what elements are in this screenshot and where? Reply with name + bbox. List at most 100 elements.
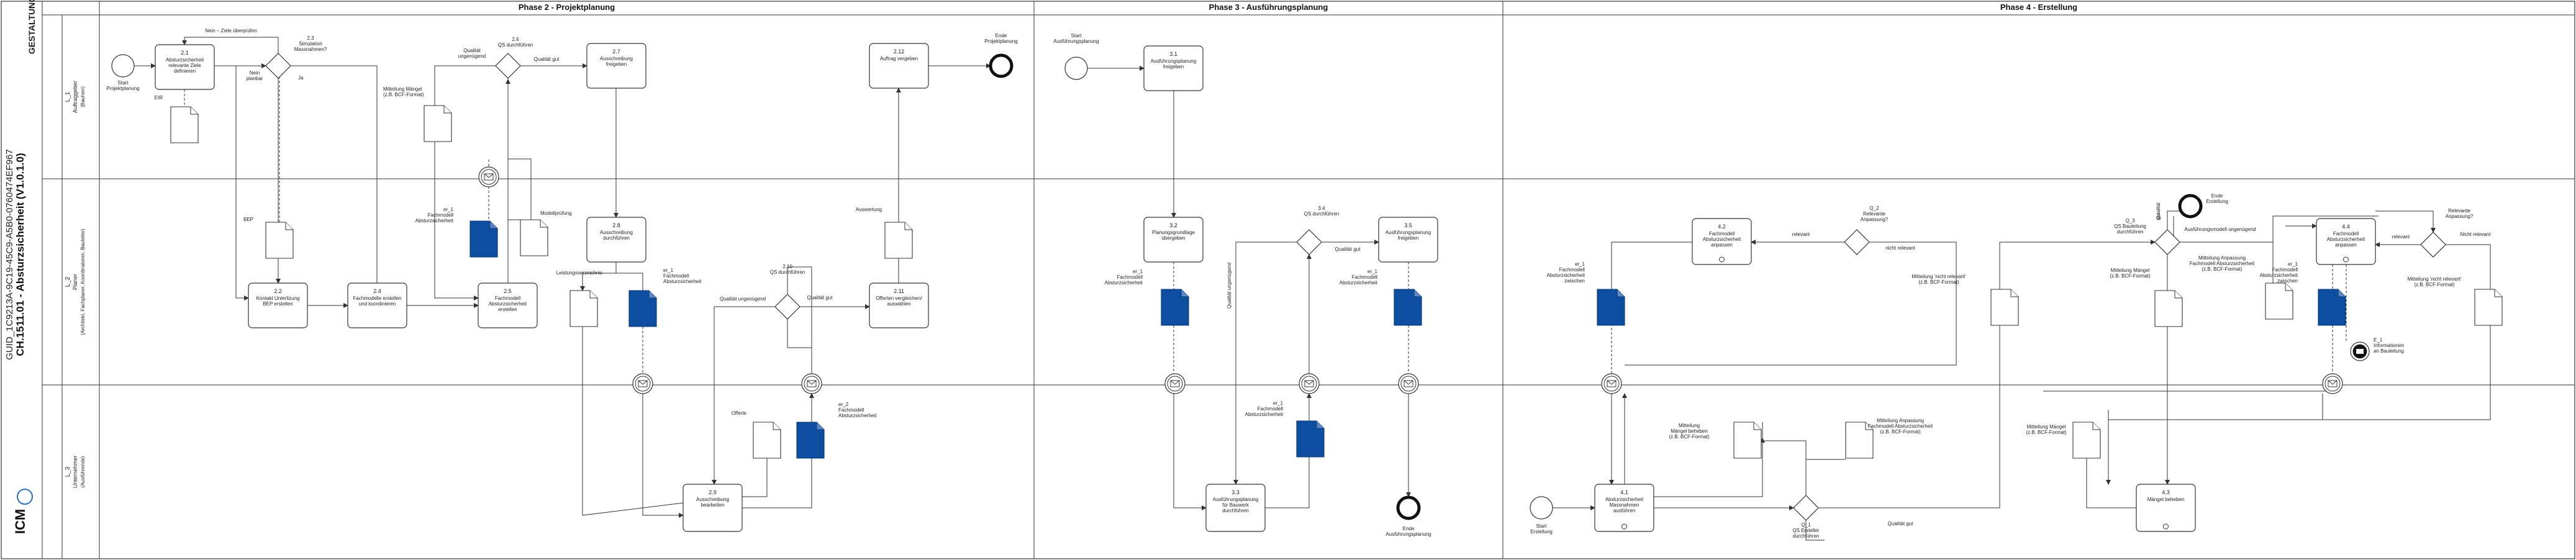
end-circle	[989, 53, 1014, 78]
sequence-flow	[582, 327, 684, 516]
envelope-icon	[2328, 380, 2338, 387]
task-box	[2136, 484, 2196, 532]
gateway-label: Anpassung?	[2446, 214, 2474, 219]
flow-label: Nein – Ziele überprüfen	[205, 28, 257, 34]
logo-text: ICM	[12, 509, 28, 534]
loop-icon	[2163, 523, 2169, 530]
task-number: 2.7	[612, 48, 620, 55]
event-label: Erstellung	[1530, 529, 1553, 535]
gateway-label: QS durchführen	[770, 269, 805, 275]
flow-label: Qualität	[463, 48, 481, 53]
sequence-flow	[642, 394, 684, 518]
flow-label: Ausführungsmodell ungenügend	[2184, 227, 2256, 232]
task-box	[248, 282, 308, 328]
document-label: er_1	[1133, 269, 1143, 274]
flow-label: gut	[2156, 213, 2161, 220]
event-label: E_1	[2374, 337, 2383, 343]
flow-label: Nein	[250, 70, 260, 76]
document-label: Absturzsicherheit	[1245, 412, 1284, 417]
gateway-label: 2.3	[307, 35, 314, 41]
start-circle	[111, 54, 135, 78]
data-object-offerte: Offerte	[732, 410, 781, 459]
data-object-eir: EIR	[155, 95, 199, 143]
document-label: (z.B. BCF-Format)	[1880, 429, 1921, 435]
status-stamp: GESTALTUNG	[27, 0, 37, 54]
document-label: (z.B. BCF-Format)	[1918, 279, 1959, 285]
flow-label: Qualität gut	[807, 295, 833, 300]
document-label: Fachmodell	[838, 407, 864, 413]
task-box	[155, 44, 215, 90]
task-number: 3.5	[1404, 222, 1412, 228]
document-fold	[904, 222, 912, 230]
phase-header: Phase 3 - Ausführungsplanung	[1209, 2, 1328, 12]
gateway-label: QS Bauleitung	[2114, 224, 2146, 229]
sequence-flow	[2375, 210, 2436, 233]
flow-label: Ja	[298, 75, 304, 81]
sequence-flow	[2272, 215, 2379, 248]
document-fold	[540, 220, 548, 228]
document-fold	[1181, 289, 1189, 297]
task-label: erstellen	[498, 307, 517, 312]
lane-subtitle: (Ausführende)	[80, 456, 86, 487]
document-fold	[1865, 422, 1873, 430]
document-label: Fachmodell Absturzsicherheit	[2190, 261, 2255, 266]
document-title: CH.1511.01 - Absturzsicherheit (V1.0.1.0…	[14, 153, 26, 356]
gateway-label: durchführen	[2117, 229, 2144, 235]
task-box	[586, 43, 646, 89]
gateway-label: Q_1	[1801, 522, 1811, 528]
task-label: relevante Ziele	[168, 63, 201, 68]
document-shape	[1394, 289, 1422, 326]
document-label: Absturzsicherheit	[1547, 273, 1585, 278]
document-label: zwischen	[2277, 278, 2298, 284]
task-label: und koordinieren	[359, 301, 396, 307]
data-object-lv: Leistungsverzeichnis	[556, 270, 602, 327]
task-box	[1378, 217, 1438, 263]
document-shape	[1990, 289, 2019, 326]
document-shape	[424, 105, 452, 142]
document-shape	[520, 219, 548, 256]
flow-label: Qualität ungenügend	[720, 296, 766, 302]
document-label: Mängel beheben	[1671, 428, 1708, 434]
message-event	[801, 373, 822, 394]
task-box	[1692, 218, 1752, 265]
document-label: Mitteilung	[1679, 423, 1700, 428]
document-fold	[773, 422, 781, 430]
loop-icon	[2343, 256, 2349, 263]
document-label: Absturzsicherheit	[415, 218, 454, 224]
gateway-label: QS durchführen	[498, 42, 533, 48]
gateway-g34: 3.4QS durchführen	[1296, 205, 1339, 255]
document-label: Modellprüfung	[540, 210, 572, 216]
task-label: Fachmodell	[2333, 231, 2359, 237]
document-label: Absturzsicherheit	[838, 413, 877, 418]
document-shape	[2474, 289, 2503, 326]
document-label: Fachmodell	[1258, 406, 1284, 412]
document-label: (z.B. BCF-Format)	[2026, 430, 2067, 435]
gateway-label: Relevante	[1863, 211, 1886, 217]
envelope-flap	[1607, 380, 1617, 385]
document-shape	[1597, 289, 1625, 326]
task-label: Mängel beheben	[2147, 497, 2185, 502]
gateway-label: Massnahmen?	[294, 47, 327, 52]
envelope-flap	[484, 173, 494, 178]
task-number: 3.1	[1169, 51, 1177, 57]
document-fold	[190, 107, 198, 115]
gateway-diamond	[2420, 232, 2446, 258]
task-label: Auftrag vergeben	[880, 56, 918, 61]
flow-label: relevant	[2392, 234, 2410, 240]
gateway-diamond	[1844, 229, 1870, 255]
document-label: Fachmodell	[1559, 267, 1585, 273]
gateway-label: Q_2	[1869, 205, 1879, 211]
document-label: er_1	[2288, 261, 2298, 267]
task-number: 4.1	[1620, 489, 1628, 495]
task-label: Fachmodell	[495, 296, 521, 301]
event-label: Projektplanung	[984, 38, 1017, 44]
